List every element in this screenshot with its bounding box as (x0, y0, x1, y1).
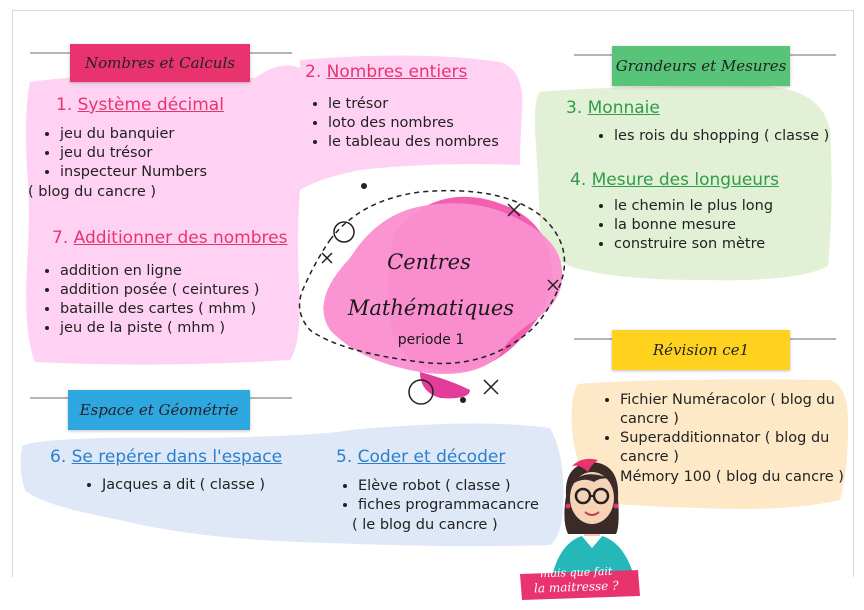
section-title-coder-decoder: 5. Coder et décoder (336, 447, 505, 467)
list-nombres-entiers: le trésor loto des nombres le tableau de… (310, 95, 499, 152)
section-number: 1. (56, 95, 73, 115)
list-item: construire son mètre (614, 235, 773, 254)
list-item: fiches programmacancre (358, 496, 539, 515)
center-blob-bottom (420, 372, 470, 399)
list-item: la bonne mesure (614, 216, 773, 235)
list-item: bataille des cartes ( mhm ) (60, 300, 259, 319)
cross-decoration (321, 203, 559, 395)
list-item: jeu de la piste ( mhm ) (60, 319, 259, 338)
green-region (534, 86, 832, 281)
circle-decoration (408, 379, 434, 405)
teacher-avatar-illustration (552, 458, 634, 576)
list-item: les rois du shopping ( classe ) (614, 127, 829, 146)
section-title-se-reperer: 6. Se repérer dans l'espace (50, 447, 282, 467)
blue-region (20, 423, 564, 547)
list-coder-decoder: Elève robot ( classe ) fiches programmac… (340, 477, 539, 515)
section-title-systeme-decimal: 1. Système décimal (56, 95, 224, 115)
label-nombres-et-calculs: Nombres et Calculs (70, 44, 250, 82)
label-revision-ce1: Révision ce1 (612, 330, 790, 370)
section-title-additionner: 7. Additionner des nombres (52, 228, 287, 248)
section-number: 5. (336, 447, 353, 467)
center-subtitle: periode 1 (397, 332, 465, 348)
note-coder-decoder: ( le blog du cancre ) (352, 517, 498, 533)
logo-text-line2: la maitresse ? (533, 578, 619, 596)
mais-que-fait-la-maitresse-logo (520, 570, 640, 600)
list-item: Elève robot ( classe ) (358, 477, 539, 496)
section-title-text: Système décimal (77, 95, 224, 115)
list-se-reperer: Jacques a dit ( classe ) (84, 476, 265, 495)
logo-text-line1: mais que fait (539, 564, 613, 581)
section-number: 7. (52, 228, 69, 248)
list-revision: Fichier Numéracolor ( blog du cancre ) S… (602, 391, 858, 467)
section-number: 3. (566, 98, 583, 118)
list-systeme-decimal: jeu du banquier jeu du trésor inspecteur… (42, 125, 207, 182)
section-title-text: Se repérer dans l'espace (71, 447, 283, 467)
dot-decoration (361, 183, 367, 189)
label-espace-et-geometrie: Espace et Géométrie (68, 390, 250, 430)
dot-decoration (460, 397, 466, 403)
note-revision: Mémory 100 ( blog du cancre ) (620, 469, 844, 485)
cream-region (571, 379, 849, 509)
section-title-monnaie: 3. Monnaie (566, 98, 660, 118)
list-item: Jacques a dit ( classe ) (102, 476, 265, 495)
center-title-line1: Centres (387, 250, 471, 274)
section-title-text: Coder et décoder (357, 447, 506, 467)
list-monnaie: les rois du shopping ( classe ) (596, 127, 829, 146)
note-systeme-decimal: ( blog du cancre ) (28, 184, 157, 200)
section-number: 4. (570, 170, 587, 190)
list-item: le chemin le plus long (614, 197, 773, 216)
list-item: jeu du banquier (60, 125, 207, 144)
section-title-text: Monnaie (587, 98, 660, 118)
list-item: jeu du trésor (60, 144, 207, 163)
circle-decoration (333, 221, 355, 243)
section-title-text: Additionner des nombres (73, 228, 288, 248)
section-title-nombres-entiers: 2. Nombres entiers (305, 62, 467, 82)
label-grandeurs-et-mesures: Grandeurs et Mesures (612, 46, 790, 86)
center-dash (298, 189, 566, 365)
list-additionner: addition en ligne addition posée ( ceint… (42, 262, 259, 338)
list-mesure-longueurs: le chemin le plus long la bonne mesure c… (596, 197, 773, 254)
list-item: addition en ligne (60, 262, 259, 281)
list-item: loto des nombres (328, 114, 499, 133)
list-item: le trésor (328, 95, 499, 114)
center-blob (323, 203, 563, 374)
list-item: Fichier Numéracolor ( blog du cancre ) (620, 391, 858, 429)
pink-region (26, 55, 523, 365)
section-title-text: Nombres entiers (326, 62, 468, 82)
section-number: 6. (50, 447, 67, 467)
list-item: inspecteur Numbers (60, 163, 207, 182)
section-title-text: Mesure des longueurs (591, 170, 779, 190)
list-item: addition posée ( ceintures ) (60, 281, 259, 300)
list-item: Superadditionnator ( blog du cancre ) (620, 429, 858, 467)
section-title-mesure-longueurs: 4. Mesure des longueurs (570, 170, 779, 190)
center-title-line2: Mathématiques (347, 296, 515, 320)
list-item: le tableau des nombres (328, 133, 499, 152)
section-number: 2. (305, 62, 322, 82)
